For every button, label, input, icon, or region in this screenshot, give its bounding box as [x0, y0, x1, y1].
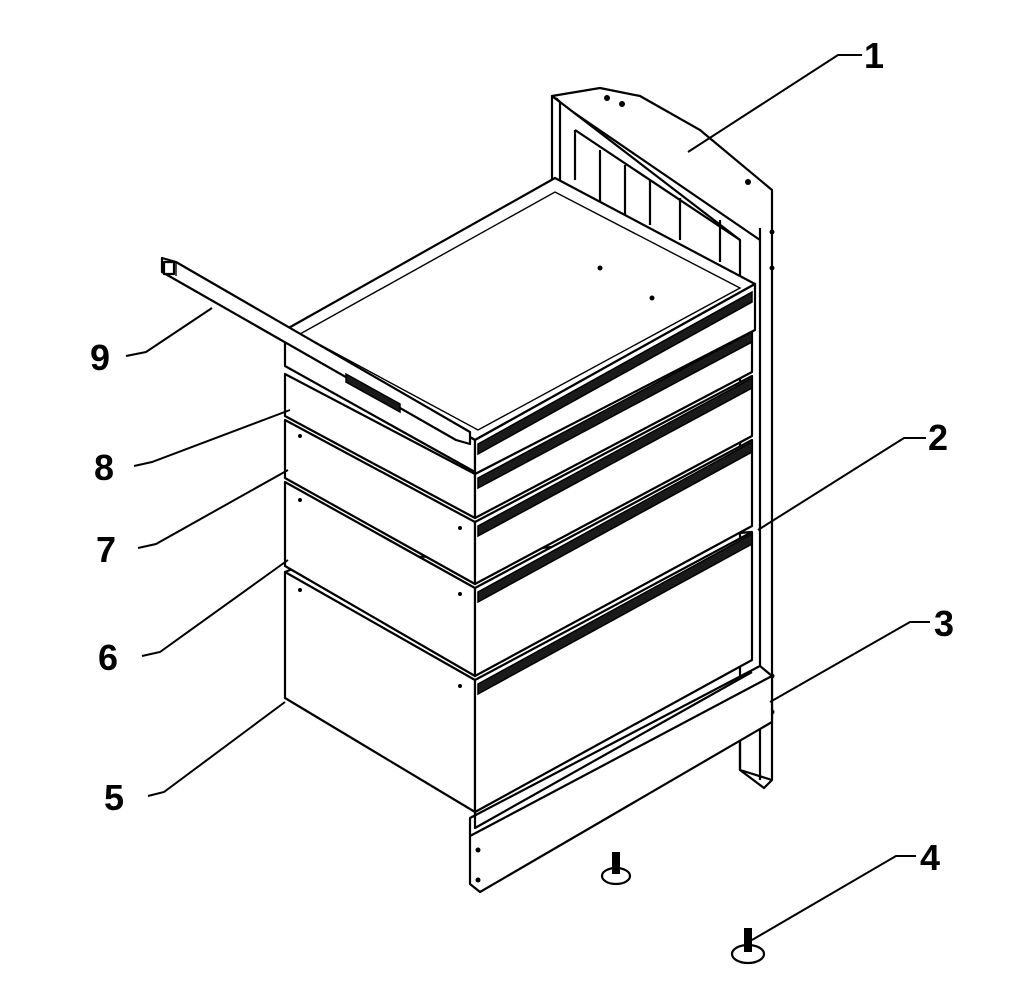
- callout-5: 5: [104, 777, 124, 818]
- callout-4: 4: [920, 837, 940, 878]
- callout-8: 8: [94, 447, 114, 488]
- callout-6: 6: [98, 637, 118, 678]
- leveling-leg-front: [600, 852, 632, 886]
- callout-3: 3: [934, 603, 954, 644]
- drawer-7: [283, 374, 754, 586]
- callout-2: 2: [928, 417, 948, 458]
- callout-1: 1: [864, 35, 884, 76]
- leveling-leg-rear: [730, 928, 766, 965]
- base-kick-plate: [468, 664, 774, 894]
- drawer-8: [283, 328, 754, 520]
- callout-9: 9: [90, 337, 110, 378]
- drawer-slide-rail: [160, 256, 472, 446]
- drawer-6: [283, 438, 754, 678]
- leader-lines: [125, 54, 930, 941]
- callout-7: 7: [96, 529, 116, 570]
